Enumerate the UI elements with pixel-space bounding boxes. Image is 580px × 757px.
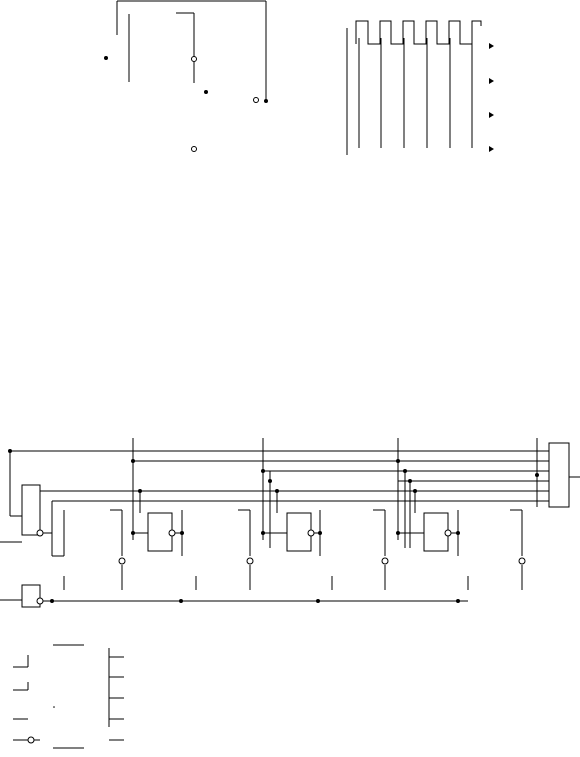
flip-flop-block [286,512,312,552]
inverter-bubble [36,597,44,605]
flip-flop-block [147,512,173,552]
junction-dot [138,489,142,493]
junction-dot [8,449,12,453]
pulse-bank [346,20,494,155]
top-left-switch-fragment [104,0,268,152]
inverter-bubble [118,557,126,565]
junction-dot [456,531,460,535]
junction-dot [50,599,54,603]
legend-fragment [13,644,124,749]
junction-dot [179,599,183,603]
flip-flop-block [21,484,41,536]
output-arrow [489,112,494,118]
bus-terminal-block [548,442,570,508]
junction-dot [275,489,279,493]
junction-dot [396,459,400,463]
output-arrow [489,43,494,49]
inverter-bubble [27,736,35,744]
inverter-bubble [381,557,389,565]
junction-dot [316,599,320,603]
inverter-bubble [444,529,452,537]
junction-dot [261,531,265,535]
junction-dot [318,531,322,535]
junction-dot [408,479,412,483]
inverter-bubble [168,529,176,537]
junction-dot [104,56,108,60]
inverter-bubble [246,557,254,565]
inverter-bubble [253,97,259,103]
junction-dot [261,469,265,473]
junction-dot [204,90,208,94]
junction-dot [396,531,400,535]
inverter-bubble [36,529,44,537]
pulse-waveform [355,20,482,45]
output-arrow [489,78,494,84]
output-arrow [489,146,494,152]
inverter-bubble [191,56,197,62]
junction-dot [403,469,407,473]
inverter-bubble [307,529,315,537]
junction-dot [413,489,417,493]
junction-dot [131,531,135,535]
junction-dot [535,473,539,477]
inverter-bubble [518,557,526,565]
junction-dot [180,531,184,535]
flip-flop-block [423,512,449,552]
junction-dot [264,99,268,103]
junction-dot [53,706,55,708]
junction-dot [456,599,460,603]
inverter-bubble [191,146,197,152]
junction-dot [268,479,272,483]
register-chain [0,438,580,608]
junction-dot [131,459,135,463]
flip-flop-block [21,584,41,608]
